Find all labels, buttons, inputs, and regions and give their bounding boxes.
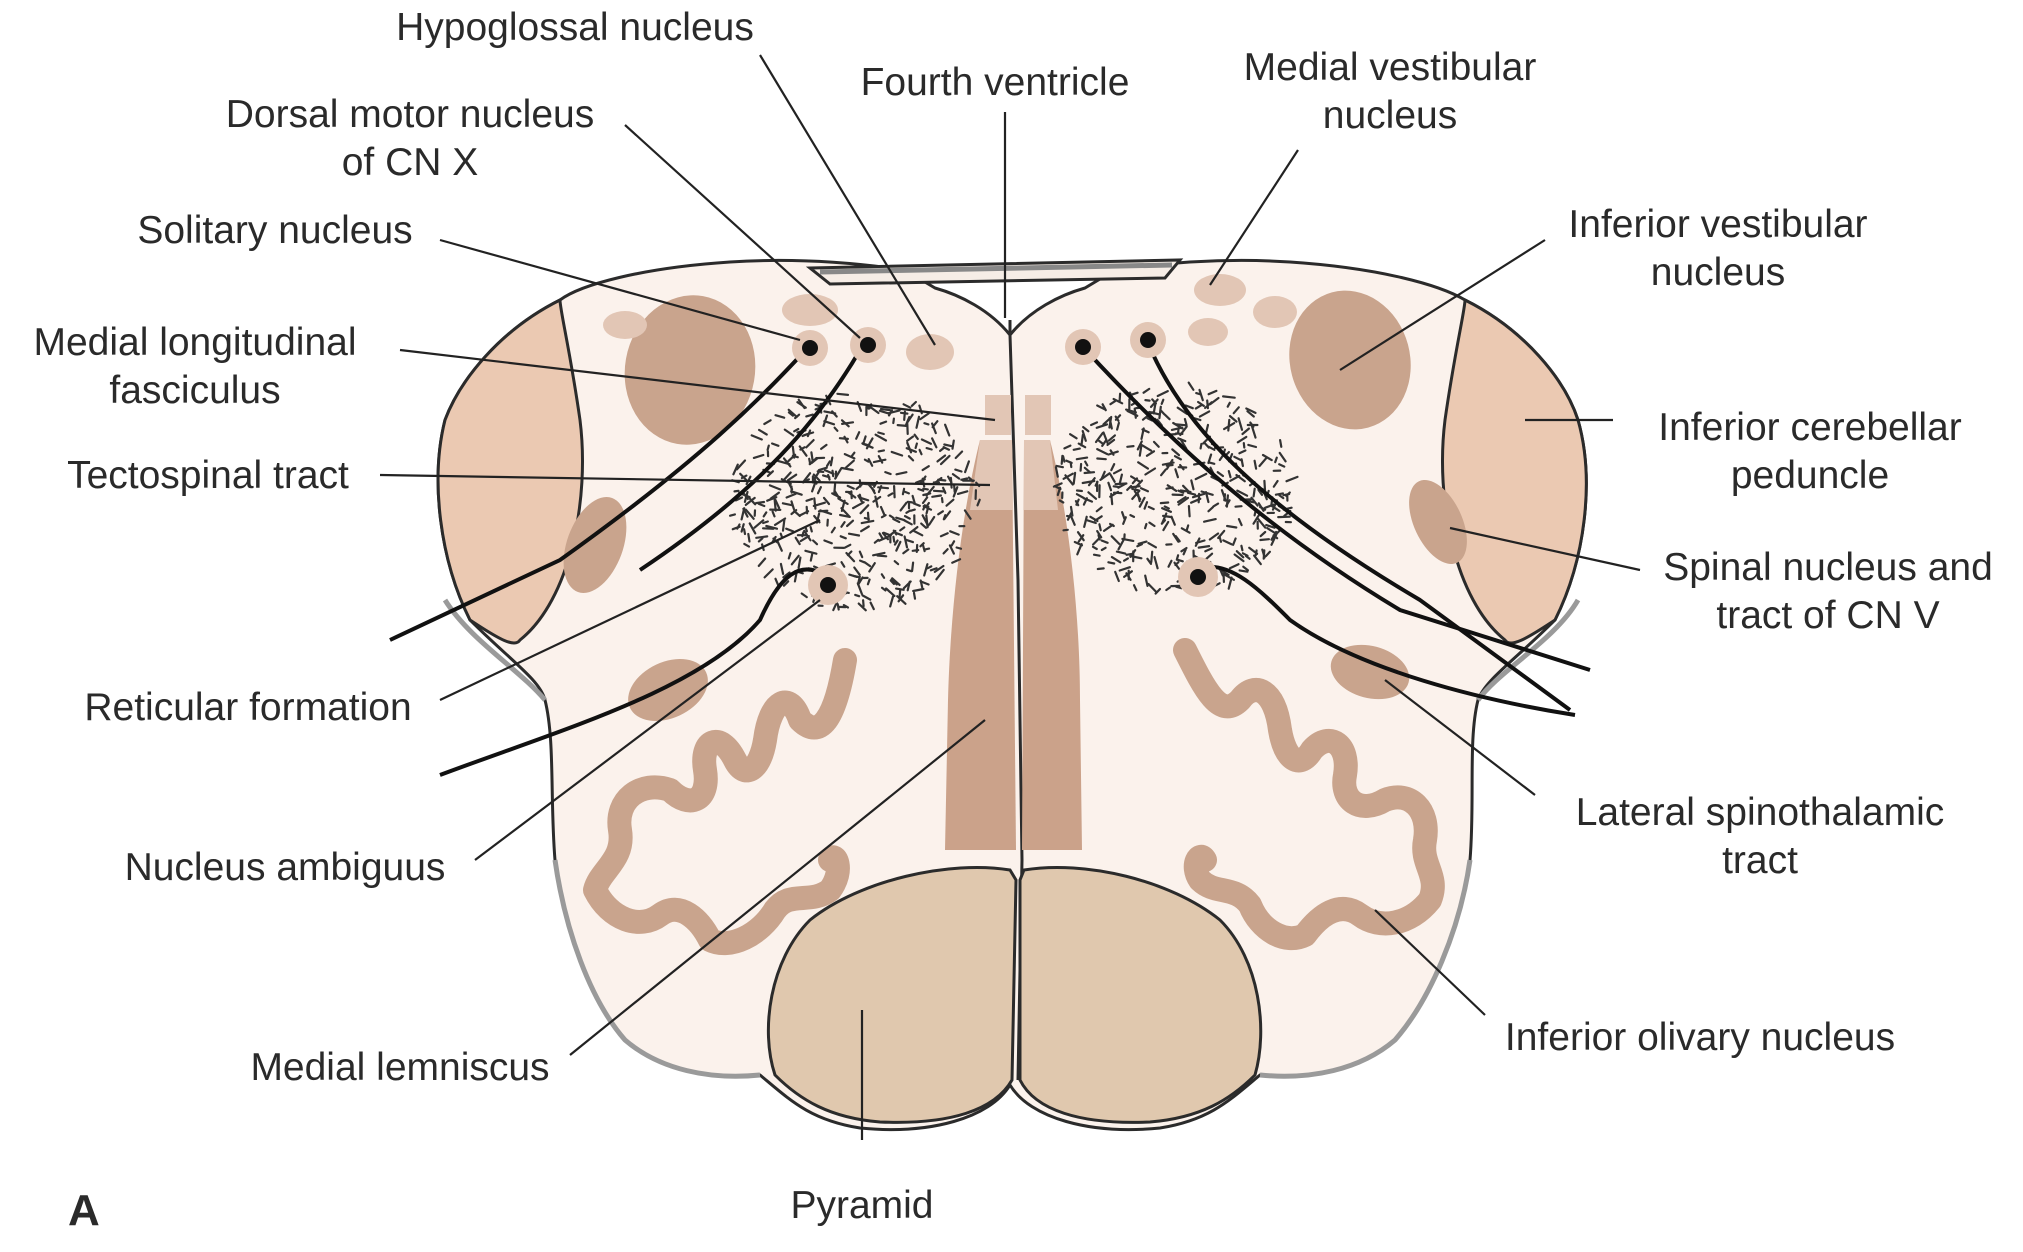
nucleus-ambiguus-dot-right <box>1190 569 1206 585</box>
solitary-nucleus-dot-left <box>802 340 818 356</box>
label-mlf-1: Medial longitudinal <box>33 321 356 364</box>
nucleus-small-left <box>603 311 647 339</box>
label-inferior-vestibular-2: nucleus <box>1651 251 1785 294</box>
medial-vestibular-nucleus-right <box>1194 274 1246 306</box>
label-lateral-spinothalamic-1: Lateral spinothalamic <box>1576 791 1945 834</box>
label-solitary-nucleus: Solitary nucleus <box>137 209 412 252</box>
vestibular-pale-right <box>1253 296 1297 328</box>
dorsal-motor-dot-left <box>860 337 876 353</box>
dorsal-motor-dot-right <box>1140 332 1156 348</box>
panel-label: A <box>68 1186 100 1235</box>
label-fourth-ventricle: Fourth ventricle <box>861 61 1130 104</box>
label-medial-vestibular-1: Medial vestibular <box>1244 46 1537 89</box>
label-tectospinal-tract: Tectospinal tract <box>67 454 349 497</box>
label-inferior-vestibular-1: Inferior vestibular <box>1568 203 1867 246</box>
label-inferior-olivary: Inferior olivary nucleus <box>1505 1016 1895 1059</box>
mlf-right <box>1025 395 1051 435</box>
vestibular-small-right <box>1188 318 1228 346</box>
label-inferior-cerebellar-2: peduncle <box>1731 454 1889 497</box>
label-spinal-nucleus-v-1: Spinal nucleus and <box>1663 546 1993 589</box>
solitary-nucleus-dot-right <box>1075 339 1091 355</box>
mlf-left <box>985 395 1011 435</box>
label-spinal-nucleus-v-2: tract of CN V <box>1716 594 1939 637</box>
label-nucleus-ambiguus: Nucleus ambiguus <box>125 846 446 889</box>
label-medial-lemniscus: Medial lemniscus <box>250 1046 549 1089</box>
label-mlf-2: fasciculus <box>109 369 280 412</box>
label-dorsal-motor-2: of CN X <box>342 141 479 184</box>
label-medial-vestibular-2: nucleus <box>1323 94 1457 137</box>
label-lateral-spinothalamic-2: tract <box>1722 839 1798 882</box>
nucleus-ambiguus-dot-left <box>820 577 836 593</box>
label-reticular-formation: Reticular formation <box>84 686 411 729</box>
label-dorsal-motor-1: Dorsal motor nucleus <box>226 93 594 136</box>
label-hypoglossal-nucleus: Hypoglossal nucleus <box>396 6 754 49</box>
label-pyramid: Pyramid <box>790 1184 933 1227</box>
label-inferior-cerebellar-1: Inferior cerebellar <box>1658 406 1961 449</box>
hypoglossal-nucleus-left <box>906 334 954 370</box>
